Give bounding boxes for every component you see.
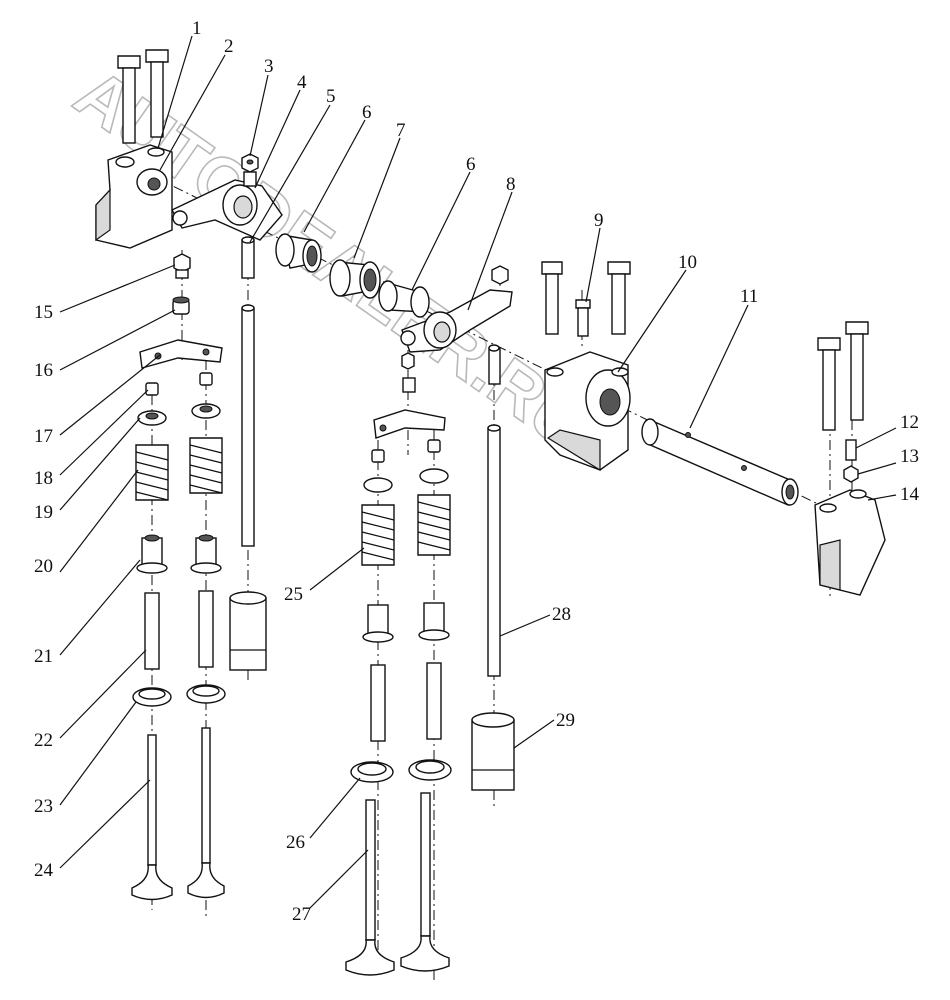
callout-14: 14 — [900, 484, 920, 505]
pushrod-28 — [487, 424, 501, 677]
nut-13 — [843, 465, 859, 483]
callout-26: 26 — [286, 832, 305, 853]
valve-guides-right — [370, 662, 442, 742]
tappet-left — [229, 591, 267, 671]
valve-guides-seals-21 — [136, 534, 222, 574]
dowel-12 — [845, 439, 857, 461]
callout-5: 5 — [326, 86, 336, 107]
valve-springs-25 — [361, 494, 451, 566]
nut-right — [491, 265, 509, 285]
valve-keys-18 — [145, 372, 213, 396]
nut-15 — [173, 253, 191, 279]
callout-27: 27 — [292, 904, 311, 925]
callout-2: 2 — [224, 36, 234, 57]
bushing-6a — [275, 233, 322, 273]
spring-retainers-right — [363, 468, 449, 493]
callout-17: 17 — [34, 426, 53, 447]
leader-lines — [59, 35, 897, 909]
callout-18: 18 — [34, 468, 53, 489]
callout-19: 19 — [34, 502, 53, 523]
left-bolts — [117, 49, 169, 144]
valve-bridge-17 — [139, 339, 223, 369]
callout-4: 4 — [297, 72, 307, 93]
tappet-29 — [471, 712, 515, 791]
valves-27 — [345, 792, 450, 976]
callout-21: 21 — [34, 646, 53, 667]
bolts-9-right — [541, 261, 631, 337]
rocker-support-right — [544, 351, 631, 472]
callout-10: 10 — [678, 252, 697, 273]
callout-15: 15 — [34, 302, 53, 323]
rocker-shaft — [641, 418, 799, 507]
valve-seats-26 — [350, 759, 452, 783]
valve-springs-20 — [135, 437, 223, 501]
bushing-7 — [329, 259, 381, 299]
callout-16: 16 — [34, 360, 53, 381]
callout-11: 11 — [740, 286, 758, 307]
callout-1: 1 — [192, 18, 202, 39]
valve-seats-23 — [132, 684, 226, 707]
callout-28: 28 — [552, 604, 571, 625]
adjusting-screw-5 — [241, 236, 255, 279]
valve-bridge-right — [373, 409, 446, 439]
callout-13: 13 — [900, 446, 919, 467]
adjusting-screw-right — [488, 344, 501, 385]
callout-12: 12 — [900, 412, 919, 433]
rocker-support-end — [814, 489, 886, 596]
valve-guides-seals-right — [362, 602, 450, 643]
valve-keys-right — [371, 439, 441, 463]
valve-guides-22 — [144, 590, 214, 670]
callout-6b: 6 — [466, 154, 476, 175]
callout-22: 22 — [34, 730, 53, 751]
valves-24 — [131, 727, 225, 901]
callout-7: 7 — [396, 120, 406, 141]
bolts-far-right — [817, 321, 869, 431]
rocker-support-left — [95, 144, 173, 249]
callout-23: 23 — [34, 796, 53, 817]
callout-24: 24 — [34, 860, 54, 881]
callout-3: 3 — [264, 56, 274, 77]
rocker-arm-right — [400, 289, 513, 353]
pushrod-left — [241, 304, 255, 547]
callout-numbers: 1 2 3 4 5 6 7 6 8 9 10 11 12 13 14 15 16… — [34, 18, 920, 925]
watermark: AUTODEALER.RU — [61, 53, 602, 464]
callout-25: 25 — [284, 584, 303, 605]
insert-16 — [172, 296, 190, 315]
callout-8: 8 — [506, 174, 516, 195]
assembly-axes — [119, 159, 853, 980]
bushing-6b — [378, 280, 430, 318]
spring-retainers-19 — [137, 403, 221, 426]
nut-3 — [241, 153, 259, 173]
callout-6a: 6 — [362, 102, 372, 123]
callout-9: 9 — [594, 210, 604, 231]
callout-29: 29 — [556, 710, 575, 731]
nut-15-right — [401, 352, 416, 393]
rocker-arm-left — [171, 171, 283, 241]
callout-20: 20 — [34, 556, 53, 577]
